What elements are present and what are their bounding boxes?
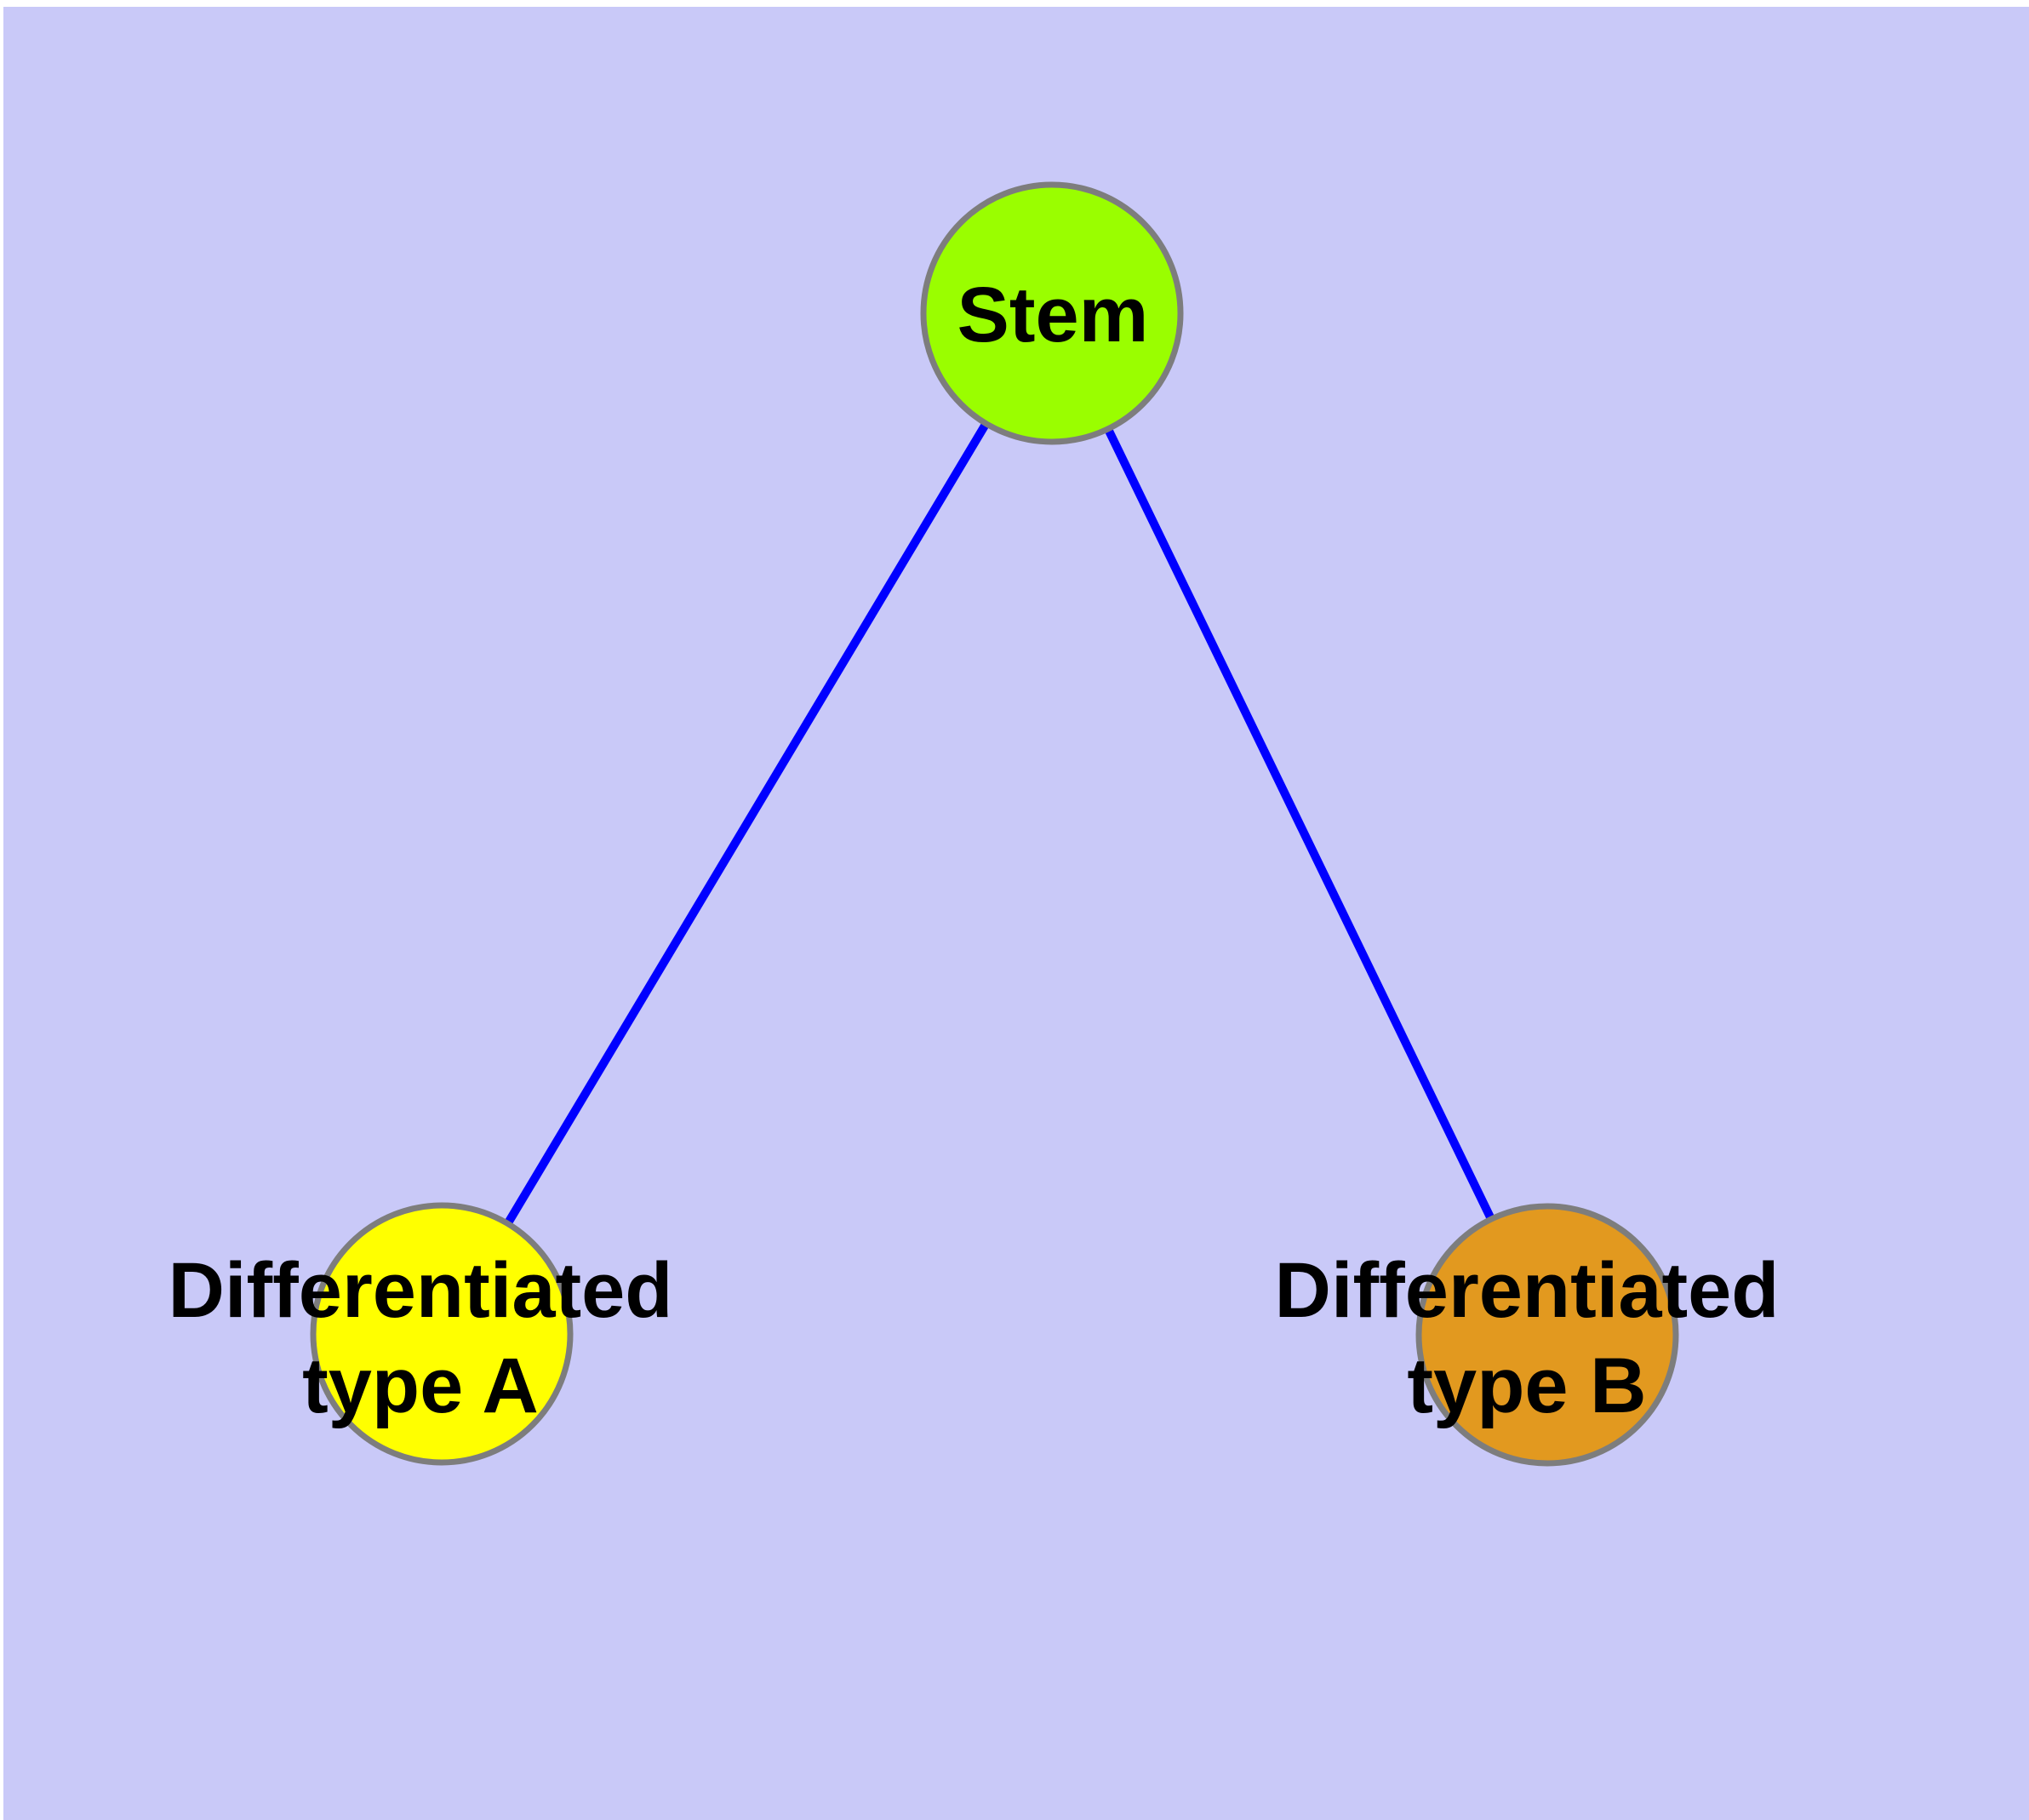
node-stem-label-text: Stem — [957, 272, 1149, 358]
edge-stem-to-type-b — [1048, 311, 1552, 1337]
node-type-b — [1415, 1203, 1679, 1467]
node-type-b-label: Differentiated type B — [1275, 1243, 1780, 1434]
node-stem-label: Stem — [957, 267, 1149, 363]
node-stem — [920, 181, 1184, 445]
edge-stem-to-type-a — [437, 311, 1056, 1336]
node-type-a — [310, 1202, 574, 1466]
node-type-a-label: Differentiated type A — [169, 1243, 673, 1434]
node-type-a-label-line2: type A — [302, 1342, 539, 1429]
node-type-a-label-line1: Differentiated — [168, 1247, 673, 1334]
node-type-b-label-line2: type B — [1407, 1342, 1647, 1429]
node-type-b-label-line1: Differentiated — [1274, 1247, 1780, 1334]
